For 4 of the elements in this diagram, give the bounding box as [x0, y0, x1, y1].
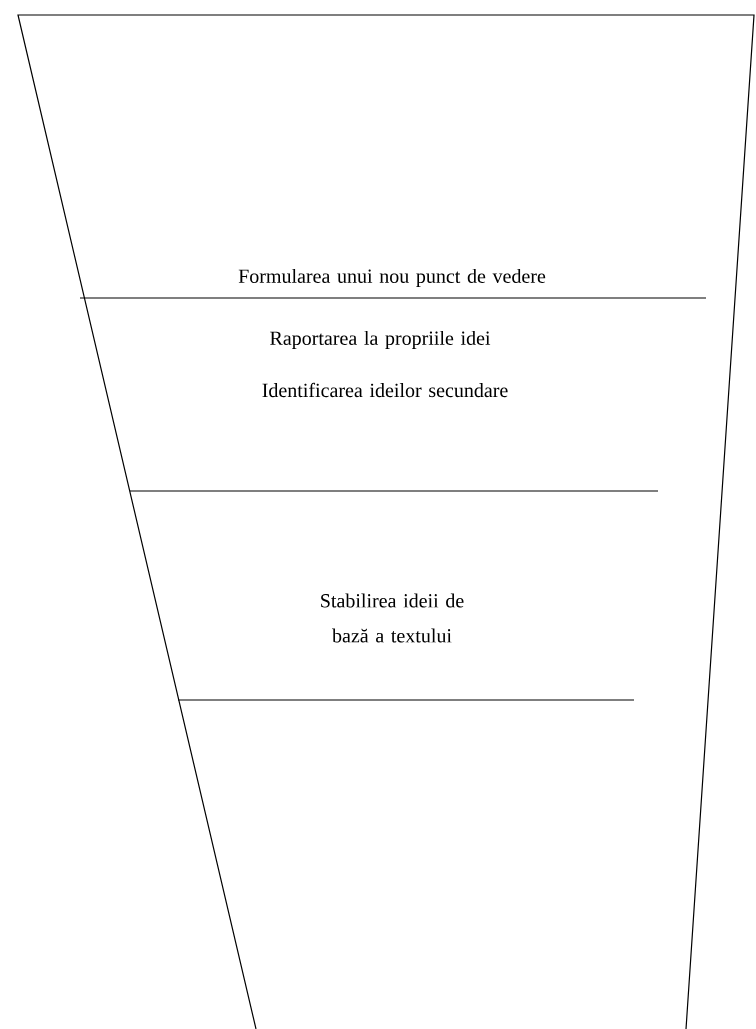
stage-label: Formularea unui nou punct de vedere	[238, 268, 546, 288]
stage-label: Raportarea la propriile idei	[270, 330, 491, 350]
stage-label: Stabilirea ideii de bază a textului	[321, 593, 464, 643]
stage-label: Identificarea ideilor secundare	[262, 382, 508, 398]
